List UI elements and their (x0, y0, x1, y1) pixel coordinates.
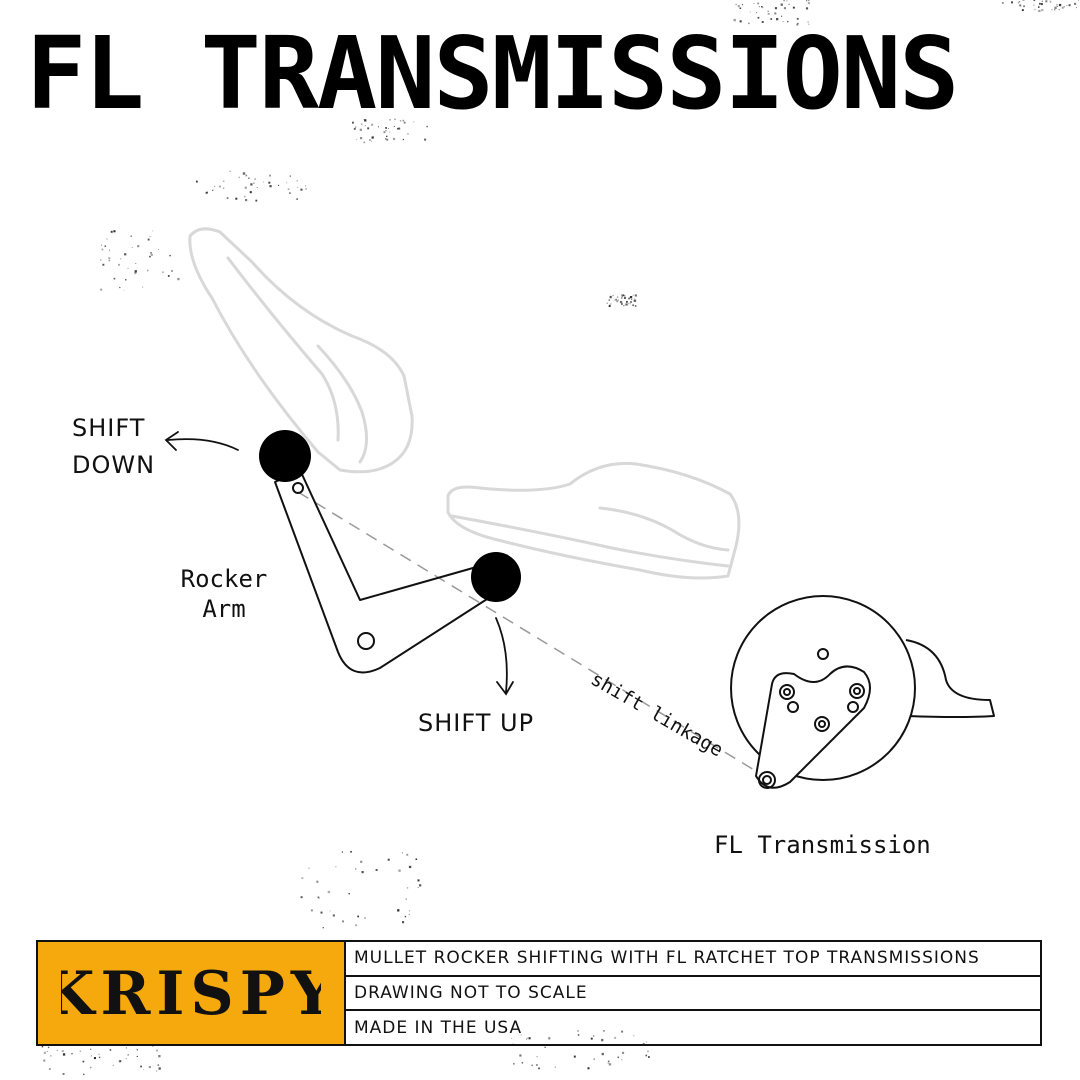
shoe-upper-icon (188, 227, 414, 474)
brand-block: KRISPY (38, 942, 346, 1044)
transmission-label: FL Transmission (714, 831, 931, 859)
shift-down-arrow (167, 438, 239, 451)
footer-title-block: KRISPY MULLET ROCKER SHIFTING WITH FL RA… (36, 940, 1042, 1046)
krispy-logo: KRISPY (61, 959, 321, 1028)
shift-down-arrowhead (164, 431, 179, 451)
shift-up-arrowhead (496, 681, 514, 696)
footer-row-scale-note: DRAWING NOT TO SCALE (346, 977, 1040, 1012)
shift-down-knob[interactable] (259, 430, 311, 482)
shift-up-arrow (495, 617, 508, 693)
rocker-arm-label-line1: Rocker (180, 565, 268, 593)
rocker-arm-label-line2: Arm (202, 595, 246, 623)
shift-up-knob[interactable] (471, 552, 521, 602)
footer-rows: MULLET ROCKER SHIFTING WITH FL RATCHET T… (346, 942, 1040, 1044)
page-title: FL TRANSMISSIONS (26, 15, 959, 132)
rocker-arm-icon (274, 469, 499, 674)
shift-down-label-line1: SHIFT (72, 414, 146, 442)
transmission-icon (730, 595, 995, 789)
brand-text: KRISPY (61, 959, 321, 1028)
footer-row-origin: MADE IN THE USA (354, 1017, 523, 1038)
shoe-lower-icon (446, 461, 741, 580)
footer-row-description: MULLET ROCKER SHIFTING WITH FL RATCHET T… (346, 942, 1040, 977)
shift-down-label-line2: DOWN (72, 451, 156, 479)
speckle-texture (41, 0, 1079, 1076)
shift-down-label: SHIFT DOWN (72, 410, 155, 484)
rocker-arm-label: Rocker Arm (162, 564, 286, 624)
shift-up-label: SHIFT UP (418, 709, 535, 737)
shift-linkage-line (297, 491, 765, 777)
